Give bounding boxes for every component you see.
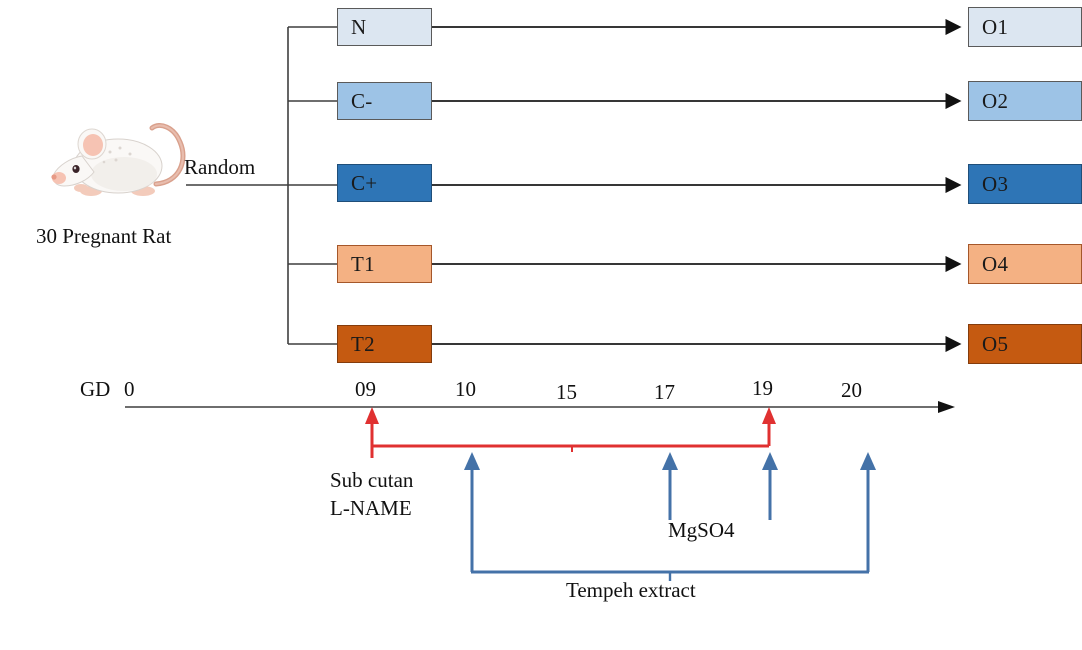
subject-caption: 30 Pregnant Rat — [36, 224, 172, 248]
timeline-tick-19: 19 — [752, 376, 773, 400]
group-box-c-positive[interactable]: C+ — [337, 164, 432, 202]
timeline-tick-09: 09 — [355, 377, 376, 401]
intervention-label-tempeh-extract: Tempeh extract — [566, 578, 696, 602]
timeline-tick-20: 20 — [841, 378, 862, 402]
intervention-label-lname-line1: Sub cutan — [330, 468, 414, 492]
timeline-tick-0: 0 — [124, 377, 135, 401]
group-label: C- — [351, 88, 373, 113]
intervention-label-mgso4: MgSO4 — [668, 518, 735, 542]
timeline-tick-10: 10 — [455, 377, 476, 401]
group-label: C+ — [351, 170, 378, 195]
rat-illustration — [48, 112, 188, 207]
outcome-box-o3[interactable]: O3 — [968, 164, 1082, 204]
intervention-label-lname-line2: L-NAME — [330, 496, 412, 520]
outcome-label: O2 — [982, 88, 1009, 113]
timeline-tick-17: 17 — [654, 380, 675, 404]
group-label: T2 — [351, 331, 375, 356]
outcome-box-o4[interactable]: O4 — [968, 244, 1082, 284]
outcome-label: O4 — [982, 251, 1009, 276]
group-box-n[interactable]: N — [337, 8, 432, 46]
group-box-t1[interactable]: T1 — [337, 245, 432, 283]
outcome-box-o1[interactable]: O1 — [968, 7, 1082, 47]
timeline-tick-15: 15 — [556, 380, 577, 404]
outcome-box-o2[interactable]: O2 — [968, 81, 1082, 121]
timeline-axis-label: GD — [80, 377, 111, 401]
group-box-c-negative[interactable]: C- — [337, 82, 432, 120]
group-label: T1 — [351, 251, 375, 276]
allocation-label: Random — [184, 155, 256, 179]
group-box-t2[interactable]: T2 — [337, 325, 432, 363]
group-label: N — [351, 14, 367, 39]
outcome-label: O1 — [982, 14, 1009, 39]
outcome-box-o5[interactable]: O5 — [968, 324, 1082, 364]
outcome-label: O3 — [982, 171, 1009, 196]
outcome-label: O5 — [982, 331, 1009, 356]
